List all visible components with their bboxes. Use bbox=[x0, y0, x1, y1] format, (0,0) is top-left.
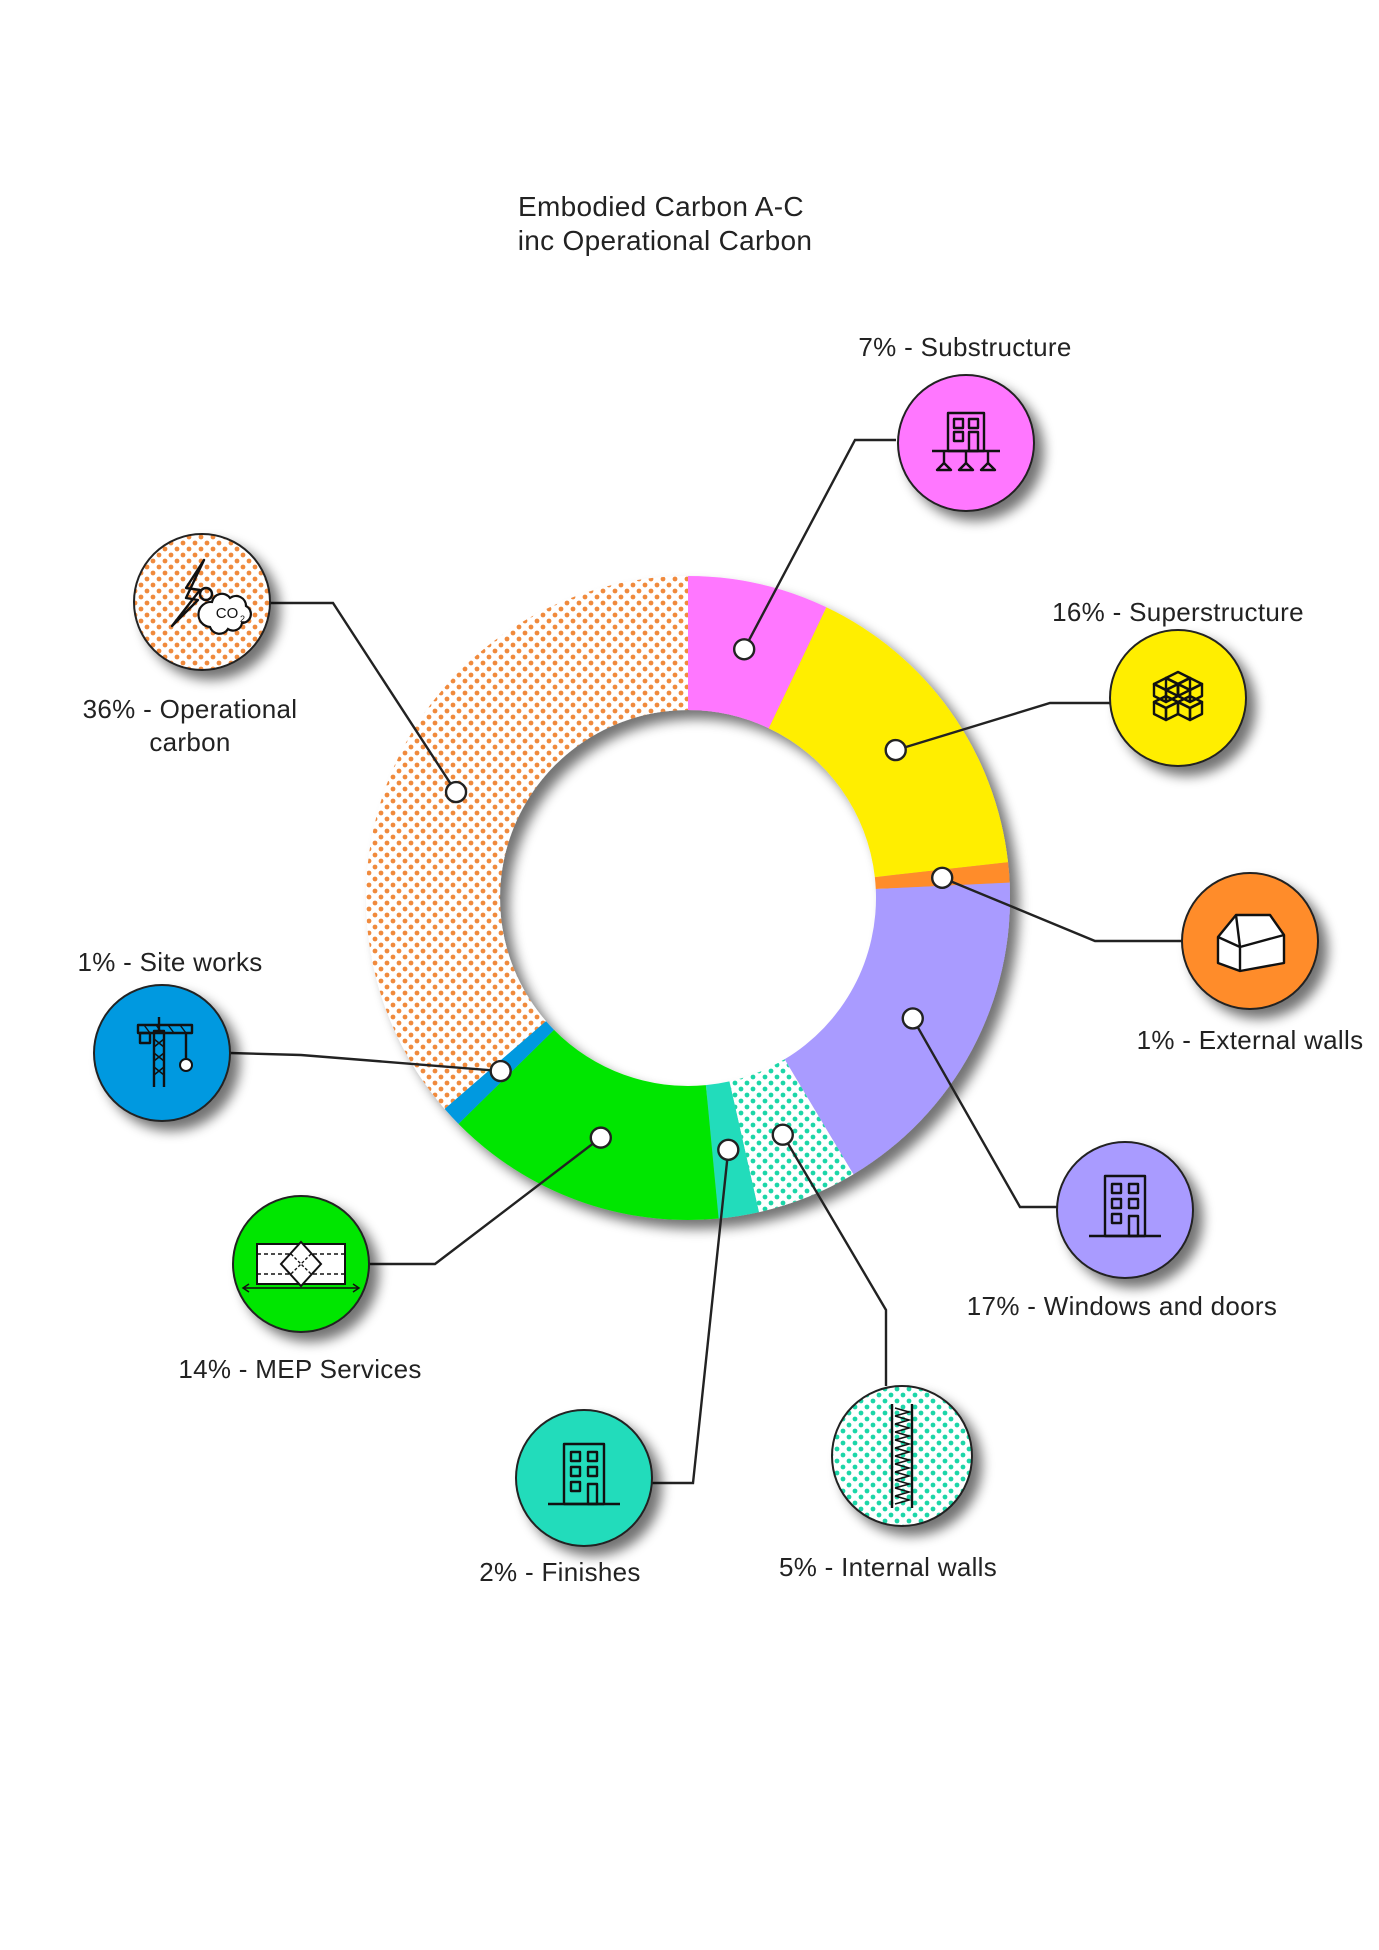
slice-mep-services bbox=[458, 1029, 719, 1221]
leader-dot-internal-walls bbox=[771, 1123, 794, 1146]
leader-dot-external-walls bbox=[930, 866, 954, 889]
leader-line-windows-doors bbox=[911, 1017, 1057, 1209]
label-line: 17% - Windows and doors bbox=[967, 1291, 1277, 1321]
leader-dot-mep-services bbox=[589, 1126, 612, 1149]
chart-title: Embodied Carbon A-C inc Operational Carb… bbox=[518, 191, 813, 256]
label-windows-doors: 17% - Windows and doors bbox=[967, 1291, 1277, 1321]
leader-dot-windows-doors bbox=[901, 1007, 924, 1030]
badge-windows-doors bbox=[1056, 1141, 1194, 1279]
badge-circle-site-works bbox=[93, 984, 231, 1122]
badge-superstructure bbox=[1109, 629, 1247, 767]
leader-line-mep-services bbox=[369, 1136, 602, 1266]
svg-text:CO: CO bbox=[216, 605, 239, 622]
slice-operational-carbon bbox=[366, 576, 688, 1109]
crane-icon bbox=[136, 1017, 194, 1087]
leader-line-substructure bbox=[743, 438, 896, 650]
house-icon bbox=[1216, 913, 1286, 973]
hvac-unit-icon bbox=[241, 1240, 361, 1293]
label-external-walls: 1% - External walls bbox=[1137, 1025, 1364, 1055]
office-building-icon bbox=[548, 1442, 620, 1506]
leader-line-operational-carbon bbox=[270, 601, 458, 793]
label-line: 36% - Operational bbox=[83, 694, 298, 724]
badge-internal-walls bbox=[831, 1385, 973, 1527]
badge-circle-operational-carbon bbox=[133, 533, 271, 671]
label-substructure: 7% - Substructure bbox=[858, 332, 1071, 362]
badge-circle-substructure bbox=[897, 374, 1035, 512]
label-line: 1% - External walls bbox=[1137, 1025, 1364, 1055]
donut-ring bbox=[366, 576, 1010, 1221]
label-line: 14% - MEP Services bbox=[178, 1354, 421, 1384]
category-labels: 7% - Substructure 16% - Superstructure 1% … bbox=[77, 332, 1363, 1587]
leader-dot-substructure bbox=[732, 638, 756, 661]
leader-dot-superstructure bbox=[884, 738, 907, 762]
badge-circle-internal-walls bbox=[831, 1385, 973, 1527]
leader-dot-finishes bbox=[717, 1138, 740, 1161]
badge-circle-finishes bbox=[515, 1409, 653, 1547]
label-site-works: 1% - Site works bbox=[77, 947, 262, 977]
label-finishes: 2% - Finishes bbox=[479, 1557, 640, 1587]
badge-external-walls bbox=[1181, 872, 1319, 1010]
label-superstructure: 16% - Superstructure bbox=[1052, 597, 1304, 627]
cube-blocks-icon bbox=[1152, 670, 1204, 722]
building-foundation-icon bbox=[932, 411, 1000, 472]
leader-dot-site-works bbox=[489, 1059, 512, 1083]
slice-substructure bbox=[688, 576, 827, 729]
badge-mep-services bbox=[232, 1195, 370, 1333]
badge-site-works bbox=[93, 984, 231, 1122]
badge-circle-windows-doors bbox=[1056, 1141, 1194, 1279]
label-line: 7% - Substructure bbox=[858, 332, 1071, 362]
label-line: carbon bbox=[149, 727, 230, 757]
leader-line-finishes bbox=[652, 1149, 730, 1485]
leader-line-external-walls bbox=[941, 876, 1182, 943]
label-mep-services: 14% - MEP Services bbox=[178, 1354, 421, 1384]
badge-finishes bbox=[515, 1409, 653, 1547]
wall-section-icon bbox=[890, 1404, 914, 1508]
leader-line-site-works bbox=[229, 1051, 501, 1073]
slice-windows-doors bbox=[784, 882, 1010, 1175]
label-line: 1% - Site works bbox=[77, 947, 262, 977]
badge-circle-superstructure bbox=[1109, 629, 1247, 767]
leader-line-superstructure bbox=[895, 701, 1110, 752]
leader-dot-operational-carbon bbox=[444, 780, 468, 804]
badge-substructure bbox=[897, 374, 1035, 512]
label-line: 5% - Internal walls bbox=[779, 1552, 997, 1582]
label-line: 2% - Finishes bbox=[479, 1557, 640, 1587]
office-building-icon bbox=[1089, 1174, 1161, 1238]
label-line: 16% - Superstructure bbox=[1052, 597, 1304, 627]
label-internal-walls: 5% - Internal walls bbox=[779, 1552, 997, 1582]
svg-text:2: 2 bbox=[240, 614, 245, 624]
leader-line-internal-walls bbox=[781, 1134, 888, 1386]
leader-lines bbox=[229, 438, 1182, 1485]
